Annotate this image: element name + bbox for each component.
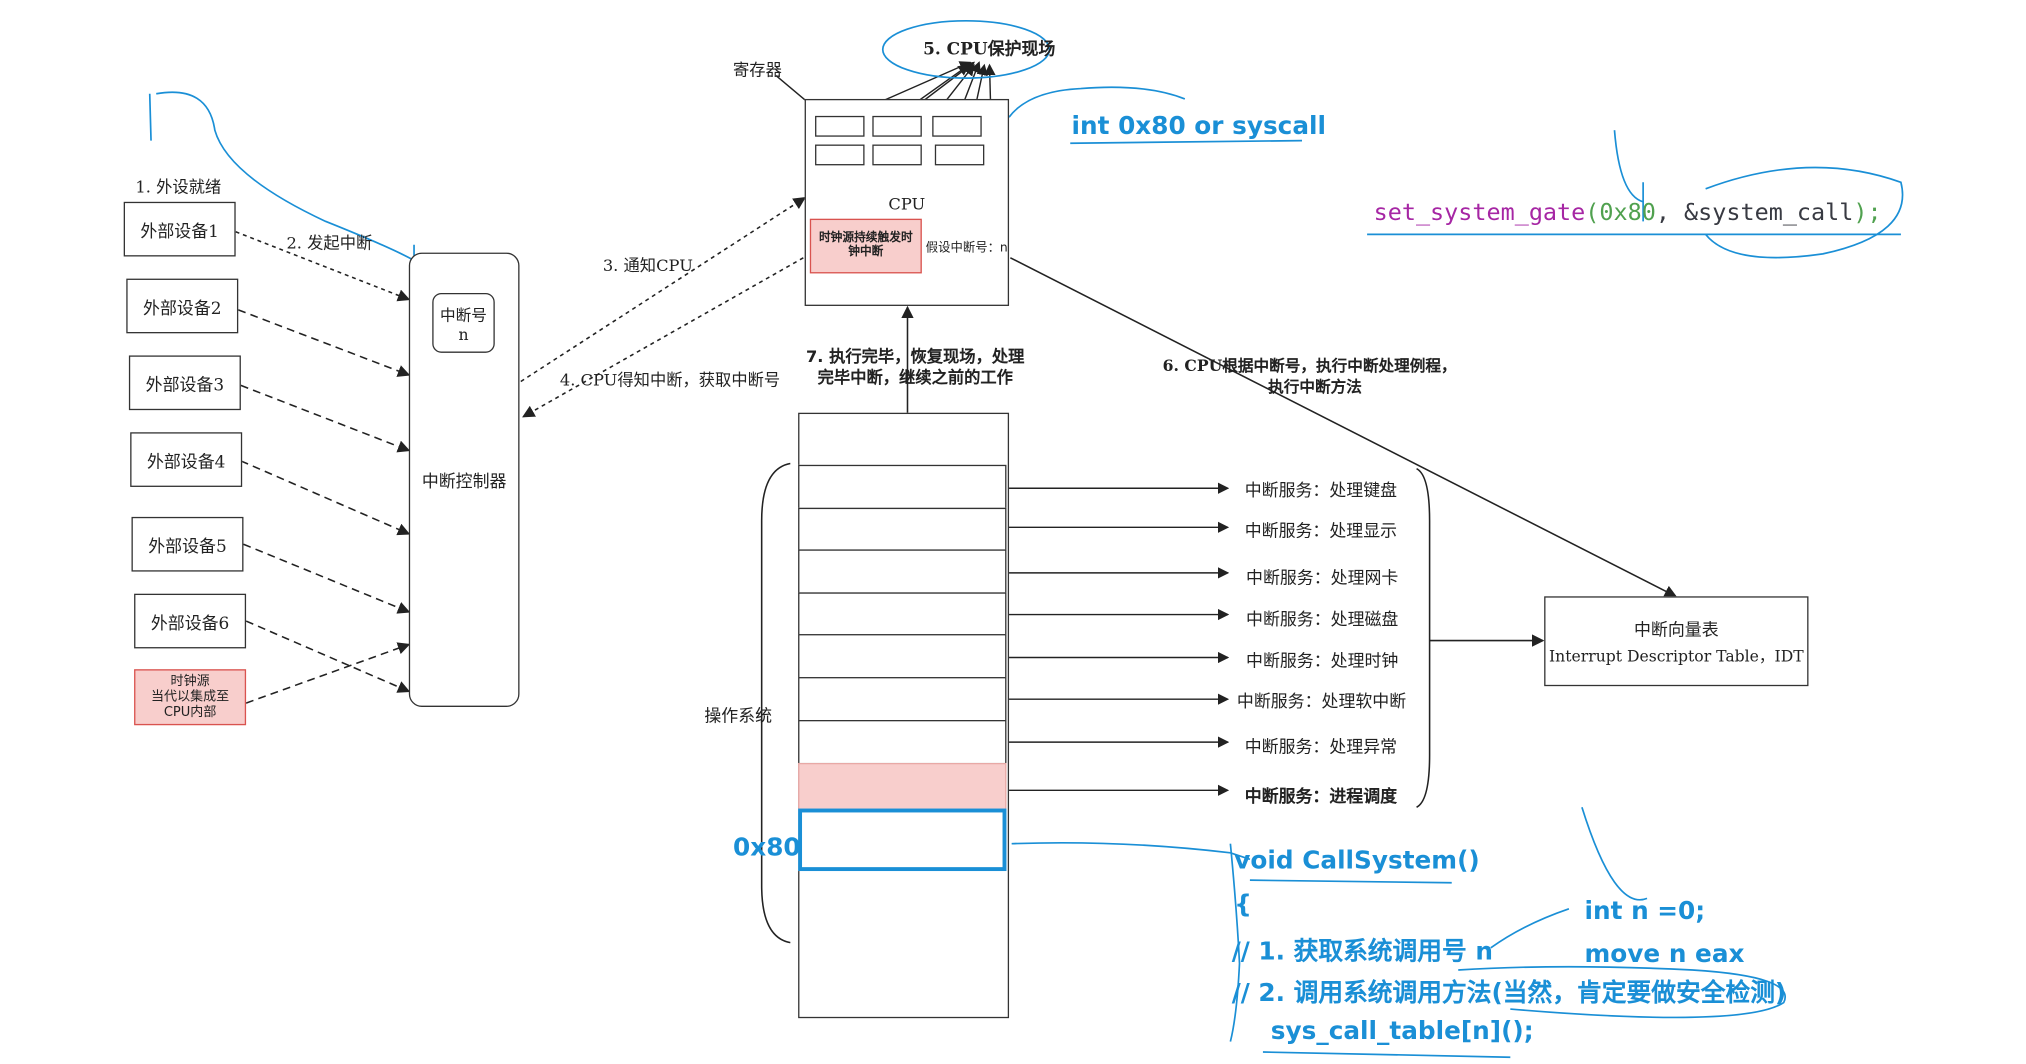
arrow-dev4	[240, 460, 411, 536]
interrupt-number-value: n	[458, 324, 469, 344]
register-1	[815, 115, 865, 137]
register-5	[872, 144, 922, 166]
device-3: 外部设备3	[128, 355, 241, 411]
device-2: 外部设备2	[126, 278, 239, 334]
code-line-4: // 2. 调用系统调用方法(当然，肯定要做安全检测)	[1231, 979, 1787, 1008]
services-brace	[1416, 468, 1431, 808]
step-raise-interrupt: 2. 发起中断	[286, 233, 373, 253]
arrow-get-number	[522, 257, 804, 418]
service-exception: 中断服务：处理异常	[1244, 738, 1398, 758]
clock-source-line3: CPU内部	[163, 705, 217, 720]
cpu-label: CPU	[888, 193, 926, 214]
os-label: 操作系统	[704, 706, 773, 727]
register-3	[932, 115, 982, 137]
step-restore-line2: 完毕中断，继续之前的工作	[817, 367, 1013, 387]
service-soft-interrupt: 中断服务：处理软中断	[1236, 692, 1407, 713]
os-row-7	[798, 720, 1007, 765]
gate-number: 0x80	[1599, 199, 1656, 227]
code-line-1: void CallSystem()	[1234, 846, 1480, 875]
idt-subtitle: Interrupt Descriptor Table，IDT	[1548, 647, 1804, 666]
service-keyboard: 中断服务：处理键盘	[1244, 481, 1398, 502]
os-row-2	[798, 507, 1007, 551]
clock-trigger-note: 时钟源持续触发时钟中断	[809, 218, 922, 274]
service-disk: 中断服务：处理磁盘	[1246, 610, 1399, 631]
os-row-5	[798, 634, 1007, 679]
arrow-dev2	[237, 309, 411, 377]
gate-function: set_system_gate	[1373, 199, 1586, 227]
code-line-2: {	[1234, 890, 1252, 920]
side-code-line-1: int n =0;	[1584, 897, 1706, 926]
arrow-dev5	[243, 543, 411, 614]
assume-number-note: 假设中断号：n	[925, 240, 1008, 256]
service-network: 中断服务：处理网卡	[1246, 568, 1399, 589]
code-line-3: // 1. 获取系统调用号 n	[1231, 937, 1494, 967]
arrow-clock	[245, 642, 411, 704]
register-label: 寄存器	[733, 59, 782, 80]
register-2	[872, 115, 922, 137]
service-display: 中断服务：处理显示	[1244, 522, 1398, 542]
step-device-ready: 1. 外设就绪	[135, 177, 222, 197]
os-row-scheduling	[798, 762, 1007, 810]
idt-box: 中断向量表 Interrupt Descriptor Table，IDT	[1544, 596, 1809, 687]
register-6	[934, 144, 985, 166]
device-5: 外部设备5	[131, 516, 244, 572]
step-execute-line1: 6. CPU根据中断号，执行中断处理例程，	[1162, 356, 1457, 375]
os-row-0x80	[798, 808, 1007, 872]
step-save-context: 5. CPU保护现场	[923, 40, 1056, 60]
interrupt-number-box: 中断号 n	[432, 292, 495, 353]
os-row-1	[798, 464, 1007, 510]
device-6: 外部设备6	[134, 593, 247, 649]
clock-source-line2: 当代以集成至	[151, 689, 230, 704]
gate-close: );	[1853, 199, 1882, 227]
arrow-dev3	[240, 384, 411, 453]
step-restore-line1: 7. 执行完毕，恢复现场，处理	[805, 346, 1025, 366]
arrow-to-idt	[1009, 257, 1678, 598]
step-get-number: 4. CPU得知中断，获取中断号	[559, 369, 781, 390]
side-code-line-2: move n eax	[1584, 940, 1745, 969]
set-system-gate-code: set_system_gate(0x80, &system_call);	[1374, 199, 1882, 226]
os-row-6	[798, 677, 1007, 722]
interrupt-controller-label: 中断控制器	[421, 472, 507, 493]
code-line-5: sys_call_table[n]();	[1270, 1016, 1534, 1046]
clock-source: 时钟源 当代以集成至 CPU内部	[134, 669, 247, 726]
step-notify-cpu: 3. 通知CPU	[602, 255, 693, 275]
device-1: 外部设备1	[123, 201, 236, 257]
arrow-notify-cpu	[520, 197, 806, 383]
gate-separator: , &system_call	[1655, 199, 1854, 227]
step-execute-line2: 执行中断方法	[1268, 377, 1362, 396]
service-clock: 中断服务：处理时钟	[1246, 652, 1399, 672]
arrow-dev6	[245, 620, 411, 693]
register-4	[815, 144, 865, 166]
idt-title: 中断向量表	[1633, 621, 1719, 641]
interrupt-number-label: 中断号	[440, 305, 487, 324]
service-scheduling: 中断服务：进程调度	[1244, 787, 1398, 808]
int-syscall-note: int 0x80 or syscall	[1071, 111, 1326, 141]
os-hex-label: 0x80	[733, 833, 801, 862]
device-4: 外部设备4	[130, 432, 243, 487]
clock-source-line1: 时钟源	[170, 673, 210, 689]
os-row-3	[798, 549, 1007, 594]
os-row-4	[798, 592, 1007, 636]
gate-open: (	[1585, 199, 1600, 227]
os-brace	[760, 462, 791, 944]
